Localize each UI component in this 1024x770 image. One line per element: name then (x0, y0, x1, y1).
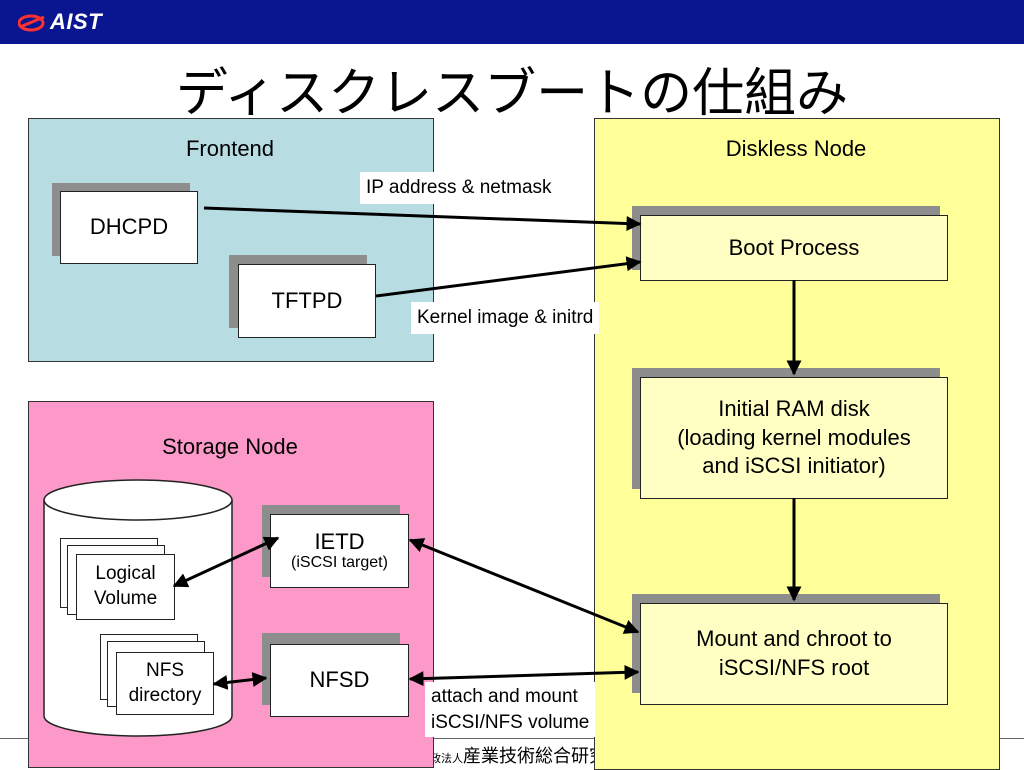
header-bar (0, 0, 1024, 44)
org-name-text: 産業技術総合研究 (463, 746, 607, 766)
ietd-label: IETD (314, 529, 365, 555)
ietd-sublabel: (iSCSI target) (291, 554, 388, 572)
nfsd-mount-arrow (408, 664, 640, 687)
nfs-directory-line1: NFS (146, 659, 184, 681)
ietd-box: IETD (iSCSI target) (270, 514, 409, 588)
kernel-image-label: Kernel image & initrd (411, 302, 600, 334)
logical-volume-ietd-arrow (172, 536, 280, 588)
frontend-label: Frontend (185, 136, 275, 161)
nfs-directory-box: NFS directory (116, 652, 214, 715)
slide-title: ディスクレスブートの仕組み (175, 65, 849, 123)
logical-volume-line1: Logical (95, 563, 156, 585)
ip-address-label: IP address & netmask (360, 172, 558, 204)
attach-mount-label: attach and mount iSCSI/NFS volume (425, 682, 596, 738)
organization-name: 政法人産業技術総合研究 (430, 742, 607, 768)
initrd-line3: and iSCSI initiator) (702, 453, 886, 479)
tftpd-to-boot-arrow (375, 256, 642, 298)
logical-volume-box: Logical Volume (76, 554, 175, 620)
initial-ram-disk-box: Initial RAM disk (loading kernel modules… (640, 377, 948, 499)
boot-process-box: Boot Process (640, 215, 948, 281)
diskless-node-label: Diskless Node (725, 136, 867, 161)
initrd-line2: (loading kernel modules (677, 424, 911, 450)
aist-swoosh-icon (18, 14, 45, 32)
dhcpd-to-boot-arrow (203, 206, 642, 231)
ietd-mount-arrow (408, 538, 640, 634)
dhcpd-box: DHCPD (60, 191, 198, 264)
mount-line1: Mount and chroot to (696, 626, 892, 652)
aist-logo: AIST (18, 8, 102, 36)
storage-node-label: Storage Node (162, 434, 298, 459)
nfsd-box: NFSD (270, 644, 409, 717)
attach-line2: iSCSI/NFS volume (431, 711, 590, 733)
logo-text: AIST (50, 9, 103, 34)
attach-line1: attach and mount (431, 686, 578, 707)
nfs-directory-nfsd-arrow (212, 672, 268, 690)
mount-chroot-box: Mount and chroot to iSCSI/NFS root (640, 603, 948, 705)
mount-line2: iSCSI/NFS root (718, 655, 870, 680)
org-prefix: 政法人 (430, 753, 463, 765)
logical-volume-line2: Volume (93, 588, 158, 609)
initrd-line1: Initial RAM disk (718, 396, 870, 422)
footer-line (0, 738, 1024, 739)
nfs-directory-line2: directory (128, 684, 202, 706)
tftpd-box: TFTPD (238, 264, 376, 338)
